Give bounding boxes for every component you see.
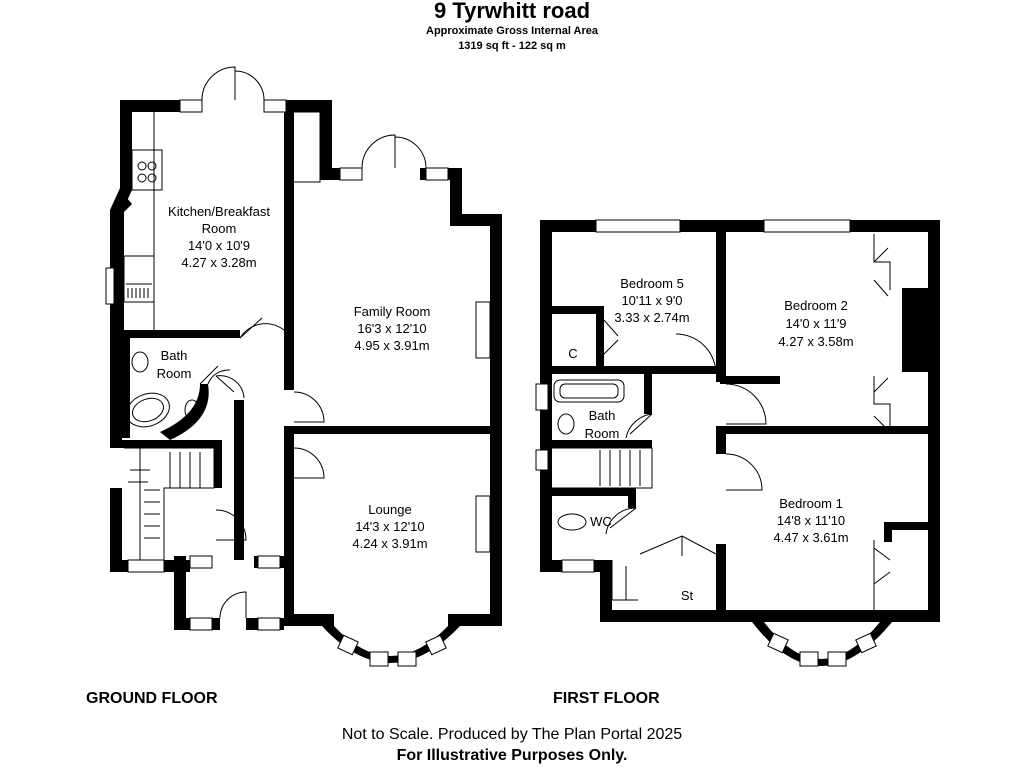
ground-bath-label-line2: Room bbox=[157, 366, 192, 381]
store-label: St bbox=[681, 588, 694, 603]
bedroom2-label: Bedroom 2 bbox=[784, 298, 848, 313]
lounge-imperial: 14'3 x 12'10 bbox=[355, 519, 424, 534]
bedroom5-label: Bedroom 5 bbox=[620, 276, 684, 291]
bedroom1-metric: 4.47 x 3.61m bbox=[773, 530, 848, 545]
family-room-label: Family Room bbox=[354, 304, 431, 319]
ground-floor-plan bbox=[105, 66, 502, 667]
bedroom1-label: Bedroom 1 bbox=[779, 496, 843, 511]
first-floor-plan bbox=[535, 219, 940, 667]
wc-label: WC bbox=[590, 514, 612, 529]
first-bath-label-line1: Bath bbox=[589, 408, 616, 423]
bedroom2-metric: 4.27 x 3.58m bbox=[778, 334, 853, 349]
lounge-metric: 4.24 x 3.91m bbox=[352, 536, 427, 551]
area-value: 1319 sq ft - 122 sq m bbox=[458, 40, 566, 52]
area-label: Approximate Gross Internal Area bbox=[426, 25, 598, 37]
lounge-label: Lounge bbox=[368, 502, 411, 517]
bedroom1-imperial: 14'8 x 11'10 bbox=[777, 513, 845, 528]
footer-credit: Not to Scale. Produced by The Plan Porta… bbox=[341, 726, 683, 743]
kitchen-metric: 4.27 x 3.28m bbox=[181, 255, 256, 270]
family-room-metric: 4.95 x 3.91m bbox=[354, 338, 429, 353]
ground-floor-label: GROUND FLOOR bbox=[86, 690, 218, 707]
family-room-imperial: 16'3 x 12'10 bbox=[357, 321, 426, 336]
kitchen-label-line1: Kitchen/Breakfast bbox=[168, 204, 270, 219]
kitchen-label-line2: Room bbox=[202, 221, 237, 236]
bedroom5-metric: 3.33 x 2.74m bbox=[614, 310, 689, 325]
bedroom5-imperial: 10'11 x 9'0 bbox=[621, 293, 682, 308]
footer-disclaimer: For Illustrative Purposes Only. bbox=[396, 747, 628, 764]
bedroom2-imperial: 14'0 x 11'9 bbox=[785, 316, 846, 331]
cupboard-label: C bbox=[568, 346, 577, 361]
first-floor-label: FIRST FLOOR bbox=[553, 690, 660, 707]
first-bath-label-line2: Room bbox=[585, 426, 620, 441]
plan-title: 9 Tyrwhitt road bbox=[433, 0, 591, 23]
kitchen-imperial: 14'0 x 10'9 bbox=[188, 238, 250, 253]
ground-bath-label-line1: Bath bbox=[161, 348, 188, 363]
